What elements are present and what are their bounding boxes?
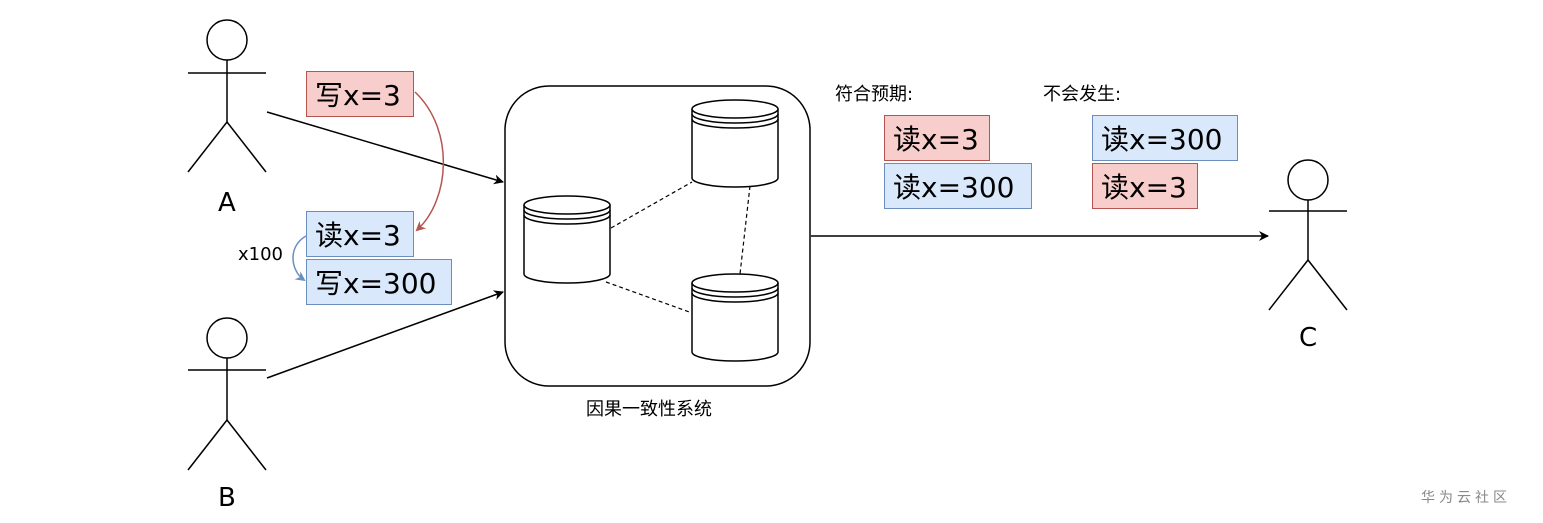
arrow-b-to-system xyxy=(266,290,504,379)
not-happen-read-x300-box: 读x=300 xyxy=(1092,115,1238,161)
causal-arrow-red xyxy=(414,91,445,232)
actor-c-icon xyxy=(1268,159,1348,311)
actor-a-label: A xyxy=(218,188,236,218)
not-happen-read-x3-box: 读x=3 xyxy=(1092,163,1198,209)
actor-c-label: C xyxy=(1299,323,1318,353)
repeat-label: x100 xyxy=(238,244,284,265)
database-icon xyxy=(691,273,779,362)
op-write-x3-box: 写x=3 xyxy=(306,71,414,117)
actor-a-icon xyxy=(187,19,267,173)
op-read-x3-box: 读x=3 xyxy=(306,211,414,257)
database-icon xyxy=(523,195,611,284)
system-label: 因果一致性系统 xyxy=(586,399,712,420)
replication-links xyxy=(605,181,751,314)
actor-b-label: B xyxy=(218,483,236,513)
not-happen-title: 不会发生: xyxy=(1043,84,1122,105)
expected-read-x300-box: 读x=300 xyxy=(884,163,1032,209)
expected-title: 符合预期: xyxy=(835,84,914,105)
watermark-text: 华为云社区 xyxy=(1421,490,1511,506)
op-write-x300-box: 写x=300 xyxy=(306,259,452,305)
database-icon xyxy=(691,99,779,188)
expected-read-x3-box: 读x=3 xyxy=(884,115,990,161)
arrow-a-to-system xyxy=(266,111,504,185)
causal-arrow-blue xyxy=(292,235,307,282)
actor-b-icon xyxy=(187,317,267,471)
